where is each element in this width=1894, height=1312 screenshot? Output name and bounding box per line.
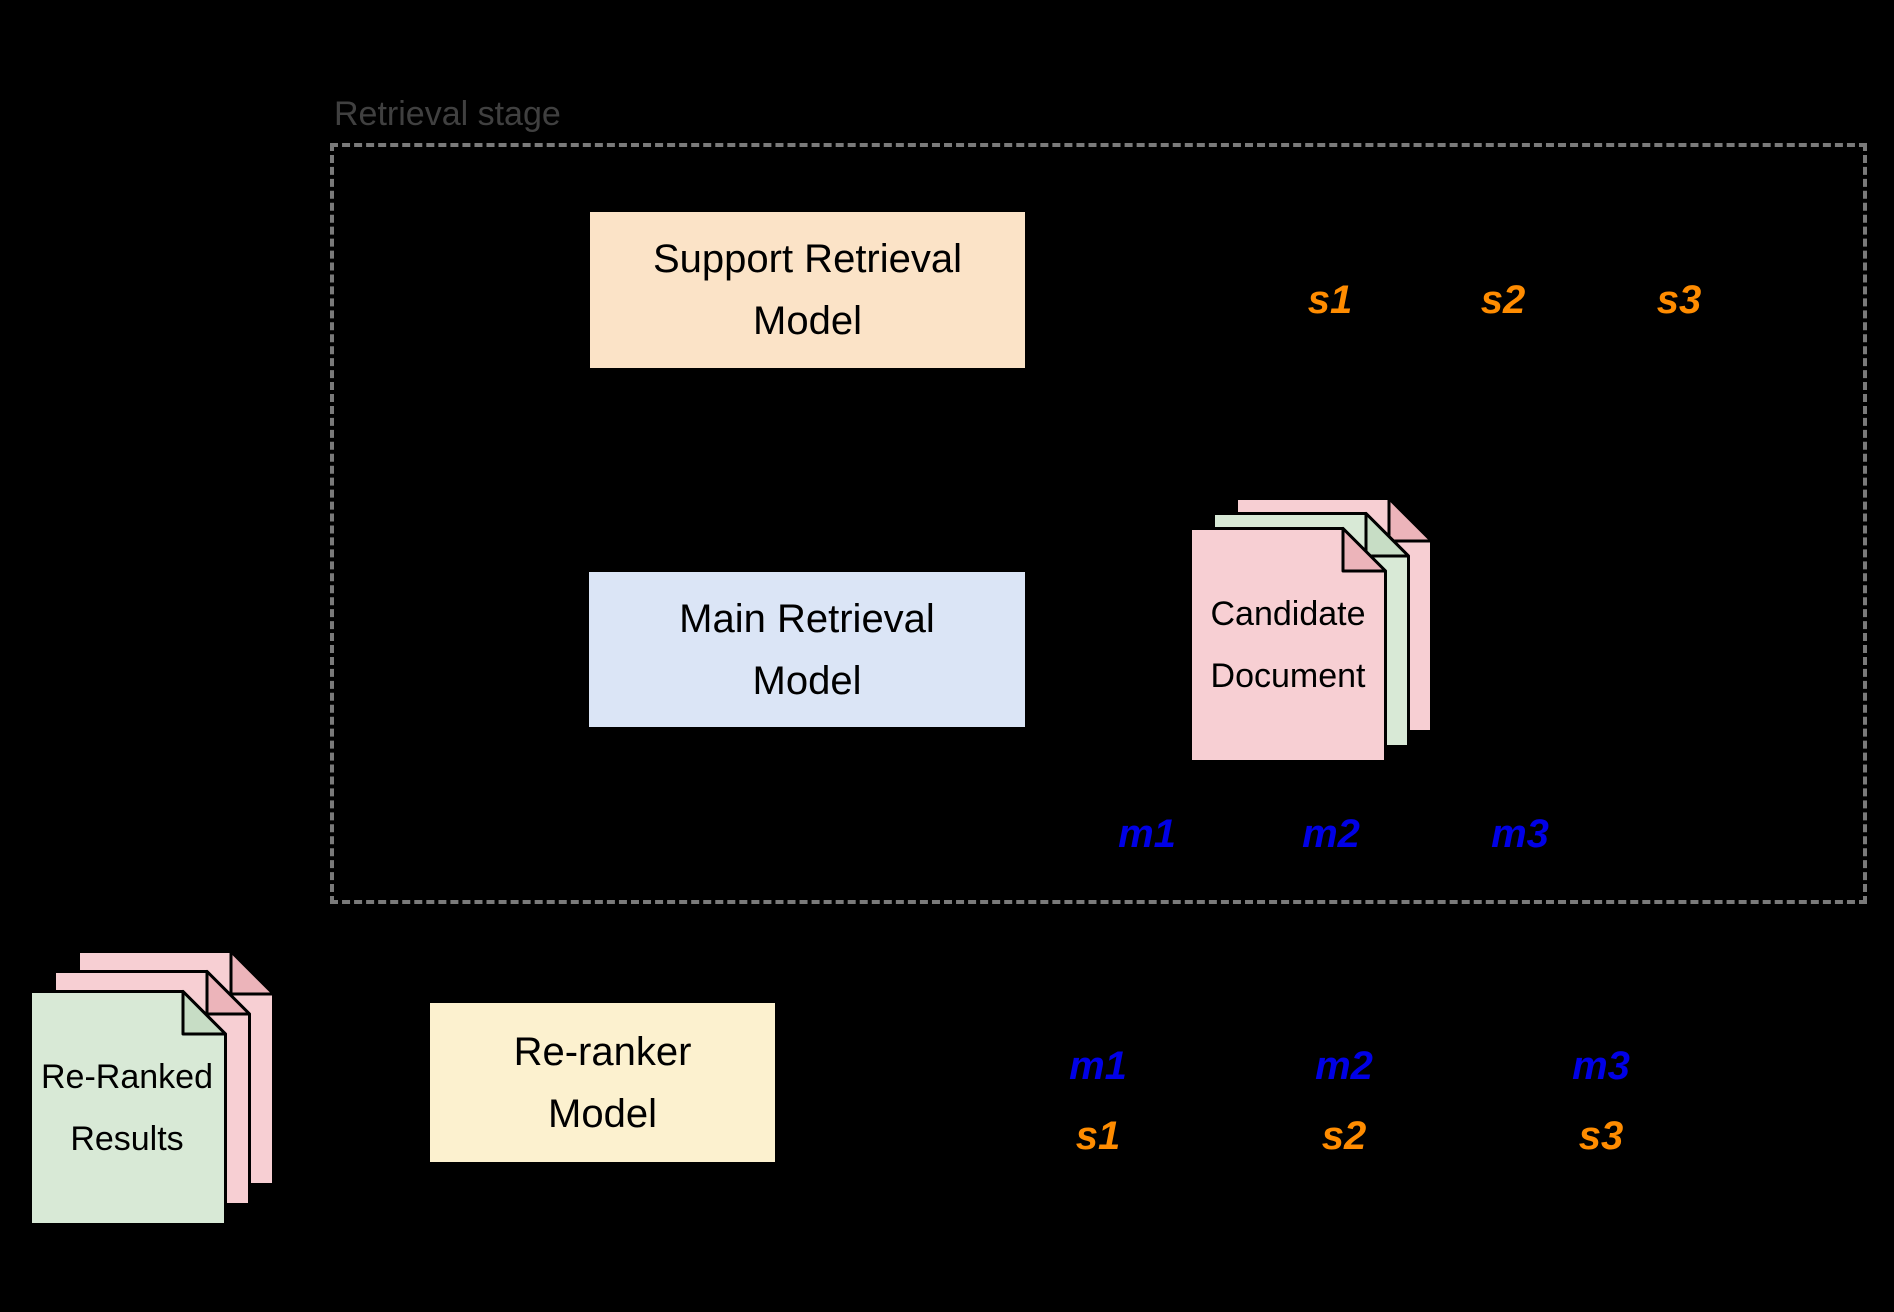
candidate-document-label-line2: Document — [1210, 656, 1366, 695]
candidate-document-label: Candidate Document — [1189, 527, 1387, 763]
support-score-s2: s2 — [1480, 278, 1526, 322]
reranker-score-m1: m1 — [1069, 1044, 1127, 1088]
reranked-results-stack — [29, 950, 275, 1228]
document-fold — [205, 970, 251, 1016]
reranked-results-label: Re-Ranked Results — [29, 990, 225, 1226]
main-retrieval-model-label-line2: Model — [752, 658, 862, 703]
main-retrieval-model-label-line1: Main Retrieval — [679, 596, 935, 641]
reranker-score-s3: s3 — [1578, 1114, 1624, 1158]
main-score-m2: m2 — [1302, 812, 1360, 856]
reranker-model-label-line1: Re-ranker — [513, 1029, 692, 1074]
reranker-score-s2: s2 — [1321, 1114, 1367, 1158]
reranker-model-box: Re-ranker Model — [430, 1003, 775, 1162]
reranked-results-label-line2: Results — [70, 1119, 184, 1158]
support-score-s1: s1 — [1307, 278, 1353, 322]
reranker-score-s1: s1 — [1075, 1114, 1121, 1158]
support-retrieval-model-label-line2: Model — [753, 299, 862, 343]
reranked-results-stack-icon — [29, 950, 275, 1226]
reranker-score-m2: m2 — [1315, 1044, 1373, 1088]
main-score-m3: m3 — [1491, 812, 1549, 856]
document-fold — [1341, 527, 1387, 573]
reranked-results-label-line1: Re-Ranked — [41, 1057, 213, 1096]
document-fold — [1364, 512, 1410, 558]
main-score-m1: m1 — [1118, 812, 1176, 856]
document-page — [29, 990, 227, 1226]
candidate-document-stack — [1189, 497, 1433, 763]
document-fold — [229, 950, 275, 996]
reranker-model-label-line2: Model — [548, 1091, 657, 1136]
support-retrieval-model-box: Support Retrieval Model — [590, 212, 1025, 368]
document-page — [1189, 527, 1387, 763]
document-fold — [1387, 497, 1433, 543]
support-retrieval-model-label-line1: Support Retrieval — [652, 237, 963, 281]
main-retrieval-model-box: Main Retrieval Model — [589, 572, 1025, 727]
candidate-document-stack-icon — [1189, 497, 1433, 763]
document-fold — [181, 990, 227, 1036]
retrieval-stage-label: Retrieval stage — [334, 95, 561, 133]
candidate-document-label-line1: Candidate — [1210, 594, 1366, 633]
retrieval-stage-boundary — [330, 143, 1867, 904]
support-score-s3: s3 — [1656, 278, 1702, 322]
reranker-score-m3: m3 — [1572, 1044, 1630, 1088]
